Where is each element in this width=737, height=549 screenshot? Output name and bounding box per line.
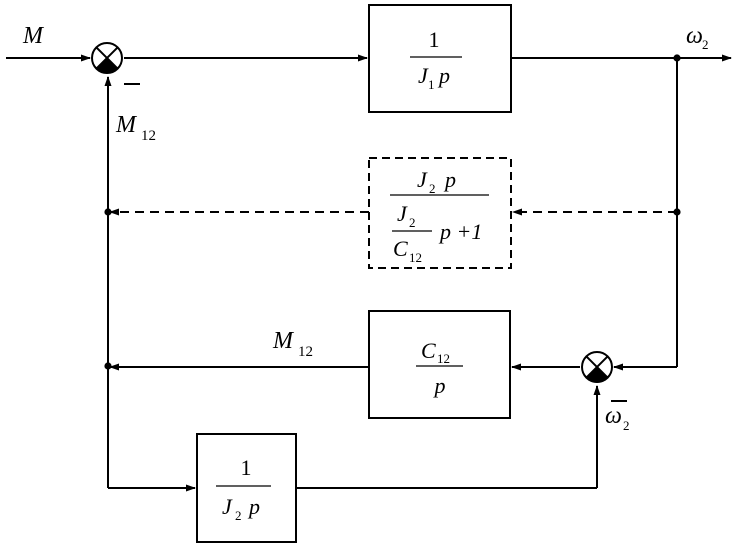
label-omega-lower-sub: 2 xyxy=(623,418,630,433)
block2-inner-num-sub: 2 xyxy=(409,215,416,230)
label-input-m: M xyxy=(22,23,45,49)
label-m12-lower: M xyxy=(272,328,295,354)
block4-den-sub: 2 xyxy=(235,508,242,523)
block4-den-p: p xyxy=(247,494,260,519)
block-2-dashed: J 2 p J 2 C 12 p +1 xyxy=(368,157,512,269)
label-m12-upper-sub: 12 xyxy=(141,128,156,144)
summing-junction-1 xyxy=(91,42,123,74)
label-m12-lower-sub: 12 xyxy=(298,344,313,360)
block-4: 1 J 2 p xyxy=(196,433,297,543)
block1-den-var: J xyxy=(418,63,429,88)
summing-junction-2 xyxy=(581,351,613,383)
block2-top-p: p xyxy=(443,167,456,192)
block4-numerator: 1 xyxy=(241,455,252,480)
block2-inner-den-sub: 12 xyxy=(409,250,422,265)
junction-dot xyxy=(673,208,681,216)
junction-dot xyxy=(104,362,112,370)
junction-dot xyxy=(673,54,681,62)
block3-num-var: C xyxy=(421,338,436,363)
block2-top-var: J xyxy=(417,167,428,192)
block2-tail: p +1 xyxy=(438,219,482,244)
block2-top-sub: 2 xyxy=(429,181,436,196)
block1-den-sub: 1 xyxy=(428,77,435,92)
block1-numerator: 1 xyxy=(429,27,440,52)
block3-den: p xyxy=(433,373,446,398)
block1-den-p: p xyxy=(437,63,450,88)
label-m12-upper: M xyxy=(115,112,138,138)
block2-inner-den-var: C xyxy=(393,236,408,261)
junction-dot xyxy=(104,208,112,216)
label-omega-output-sub: 2 xyxy=(702,37,709,52)
block2-inner-num-var: J xyxy=(397,201,408,226)
label-omega-lower: ω xyxy=(605,403,622,429)
block-3: C 12 p xyxy=(368,310,511,419)
block3-num-sub: 12 xyxy=(437,351,450,366)
block-1: 1 J 1 p xyxy=(368,4,512,113)
block4-den-var: J xyxy=(222,494,233,519)
label-omega-output: ω xyxy=(686,23,703,49)
